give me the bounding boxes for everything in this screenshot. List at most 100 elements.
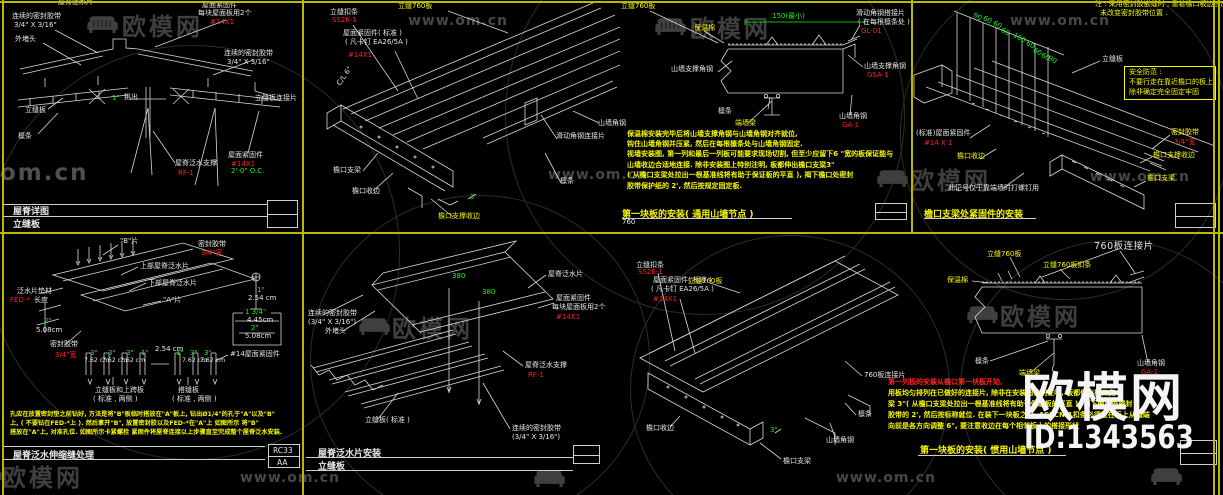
label-gable-angle: 山墙角钢	[839, 112, 867, 120]
note-line-2: 未改变密封胶带位置 .	[1100, 9, 1168, 17]
panel-first-panel-isometric: 立缝760板 立缝扣条 SS26-1 屋面紧固件( 标准 ) ( 凡卡钉 EA2…	[620, 233, 920, 495]
panel-subtitle: 立缝板	[13, 220, 41, 230]
sofa-logo-icon	[877, 170, 908, 187]
label-seal-tape: 密封胶带	[50, 340, 78, 348]
drawing-number: RC33	[273, 446, 293, 455]
instruction-line: 保温棉安装完毕后将山墙支撑角钢与山墙角钢对齐就位,	[627, 130, 798, 138]
label-gable-angle: 山墙角钢	[598, 119, 626, 127]
label-piece-b: "B"片	[120, 237, 139, 245]
title-separator	[3, 446, 265, 447]
label-panel-760: 立缝760板	[987, 250, 1022, 258]
label-insulation: 保温棉	[694, 24, 715, 32]
label-fastener-code: #14X1	[210, 18, 235, 26]
label-per-panel-2: 每块屋面板用2个	[552, 303, 606, 311]
panel-title: 屋脊泛水伸缩缝处理	[13, 451, 95, 461]
label-ridge-flashing-support: 屋脊泛水支撑	[175, 159, 217, 167]
label-continuous-tape: 连续的密封胶带	[12, 12, 61, 20]
title-block	[1180, 440, 1217, 465]
sofa-logo-icon	[0, 471, 2, 480]
label-lap-plate: 滑动角钢搭接片	[856, 9, 905, 17]
instruction-line: 上, ( 不要钻在FED-*上 ). 然后拿开"B", 放置密封胶以及FED-*…	[10, 420, 259, 427]
dim-508: 5.08cm	[245, 332, 272, 340]
label-per-panel-2: 每块屋面板用2个	[198, 9, 252, 17]
safety-line-3: 除非确定完全固定牢固	[1129, 88, 1199, 96]
dim-762: 7.62 cm	[84, 357, 110, 364]
dim-134: 1 3/4"	[245, 308, 267, 316]
safety-line-2: 不要行走在靠近檐口的板上	[1129, 78, 1213, 86]
dim-508: 5.08cm	[36, 326, 63, 334]
dim-3in: 3"	[204, 349, 212, 357]
watermark-site: www.om.cn	[408, 13, 509, 29]
label-tape-width: 3/4"宽	[55, 351, 77, 359]
sofa-logo-icon	[1151, 468, 1182, 485]
instruction-lead: 第一列板的安装从檐口第一块板开始,	[888, 378, 1003, 386]
label-fastener-std: 屋面紧固件( 标准 )	[653, 276, 712, 284]
label-panel-std: 立缝板( 标准 )	[365, 416, 410, 424]
sofa-logo-icon	[534, 470, 565, 487]
title-separator	[3, 216, 267, 217]
label-rf-code: RF-1	[528, 371, 544, 379]
label-ridge-flashing: 屋脊泛水片	[548, 270, 583, 278]
safety-warning-box: 安全防范 : 不要行走在靠近檐口的板上 除非确定完全固定牢固	[1124, 66, 1216, 100]
label-end-plug: 外堵头	[15, 35, 36, 43]
label-roof-fastener: 屋面紧固件	[228, 151, 263, 159]
panel-title: 屋脊详图	[13, 207, 50, 217]
instruction-line: 胶带保护纸的 2', 然后按规定固定板.	[627, 182, 743, 190]
label-fastener-code: #14X1	[653, 295, 678, 303]
dim-overhang: 1"	[112, 94, 120, 102]
label-purlin: 檩条	[560, 177, 574, 185]
eave-isometric-drawing	[326, 3, 620, 218]
label-tape-width: 3/4"宽	[201, 249, 223, 257]
panel-title: 第一块板的安装( 通用山墙节点 )	[622, 210, 754, 220]
label-overhang: 挑出	[124, 93, 138, 101]
dim-3in: 3"	[126, 349, 134, 357]
dim-2in: 2"	[251, 324, 259, 332]
label-std-both: ( 标准 , 两侧 )	[172, 395, 217, 403]
watermark-brand: 欧模网	[910, 167, 991, 195]
dim-445: 4.45cm	[247, 316, 274, 324]
label-standing-seam-panel: 立缝板	[1102, 55, 1123, 63]
label-seam-clip: 立缝扣条	[330, 8, 358, 16]
watermark-site: www.om.cn	[548, 167, 649, 183]
watermark-brand: 欧模网	[2, 464, 83, 492]
label-fastener-code: #14X1	[231, 160, 256, 168]
instruction-line: ( 从檐口支梁处拉出一根基准线将有助于保证板的平直 ), 揭下檐口处密封	[627, 171, 854, 179]
label-eave-beam: 檐口支梁	[333, 166, 361, 174]
label-insulation: 保温棉	[947, 276, 968, 284]
dim-150-min: 150(最小)	[772, 12, 805, 20]
label-fastener-type: ( 凡卡钉 EA26/5A )	[345, 38, 408, 46]
title-block	[267, 200, 298, 228]
label-eave-trim: 檐口收边	[352, 187, 380, 195]
instruction-line: 孔应在放置密封垫之前钻好, 方法是将"B"板临时搭放在"A"板上, 钻出Ø1/4…	[10, 411, 275, 418]
label-fastener-code: #14X1	[556, 313, 581, 321]
label-connector-760: 760板连接片	[1094, 241, 1154, 252]
drawing-revision: AA	[277, 458, 288, 467]
panel-title-sub: 760	[622, 218, 636, 226]
label-rf-code: RF-1	[178, 169, 194, 177]
gable-section-drawing	[649, 10, 866, 124]
watermark-brand: 欧模网	[1000, 303, 1081, 331]
watermark-id: ID:1343563	[1024, 418, 1194, 456]
title-underline	[622, 218, 792, 219]
panel-ridge-detail: 屋脊泛水片 连续的密封胶带 3/4" X 3/16" 外堵头 屋面紧固件 每块屋…	[3, 0, 303, 231]
dim-762: 7.62 cm	[200, 357, 226, 364]
label-fastener-code: #14X1	[348, 51, 373, 59]
label-continuous-tape: 连续的密封胶带	[224, 49, 273, 57]
label-ga-code: GA-1	[842, 121, 860, 129]
dim-762: 7.62 cm	[120, 357, 146, 364]
label-tape-size: (3/4" X 3/16")	[308, 318, 357, 326]
instruction-line: 钩住山墙角钢并压紧, 然后在每根檩条处与山墙角钢固定.	[627, 140, 803, 148]
label-tape-size: 3/4" X 3/16"	[227, 58, 270, 66]
watermark-brand: 欧模网	[122, 13, 203, 41]
label-clip-760: 立缝760板扣条	[1043, 261, 1092, 269]
instruction-line: 搭放在"A"上, 对准孔位. 如图所示卡紧螺栓 紧固件将屋脊连接以上步骤直至完成…	[10, 429, 283, 436]
frame-left	[2, 0, 4, 495]
expansion-joint-drawing	[36, 239, 282, 386]
frame-divider-vertical-1	[302, 0, 304, 495]
title-block	[875, 203, 907, 220]
panel-title: 屋脊泛水片安装	[318, 449, 382, 459]
title-separator	[306, 470, 573, 471]
dim-254: 2.54 cm	[248, 294, 277, 302]
watermark-brand: 欧模网	[690, 15, 771, 43]
